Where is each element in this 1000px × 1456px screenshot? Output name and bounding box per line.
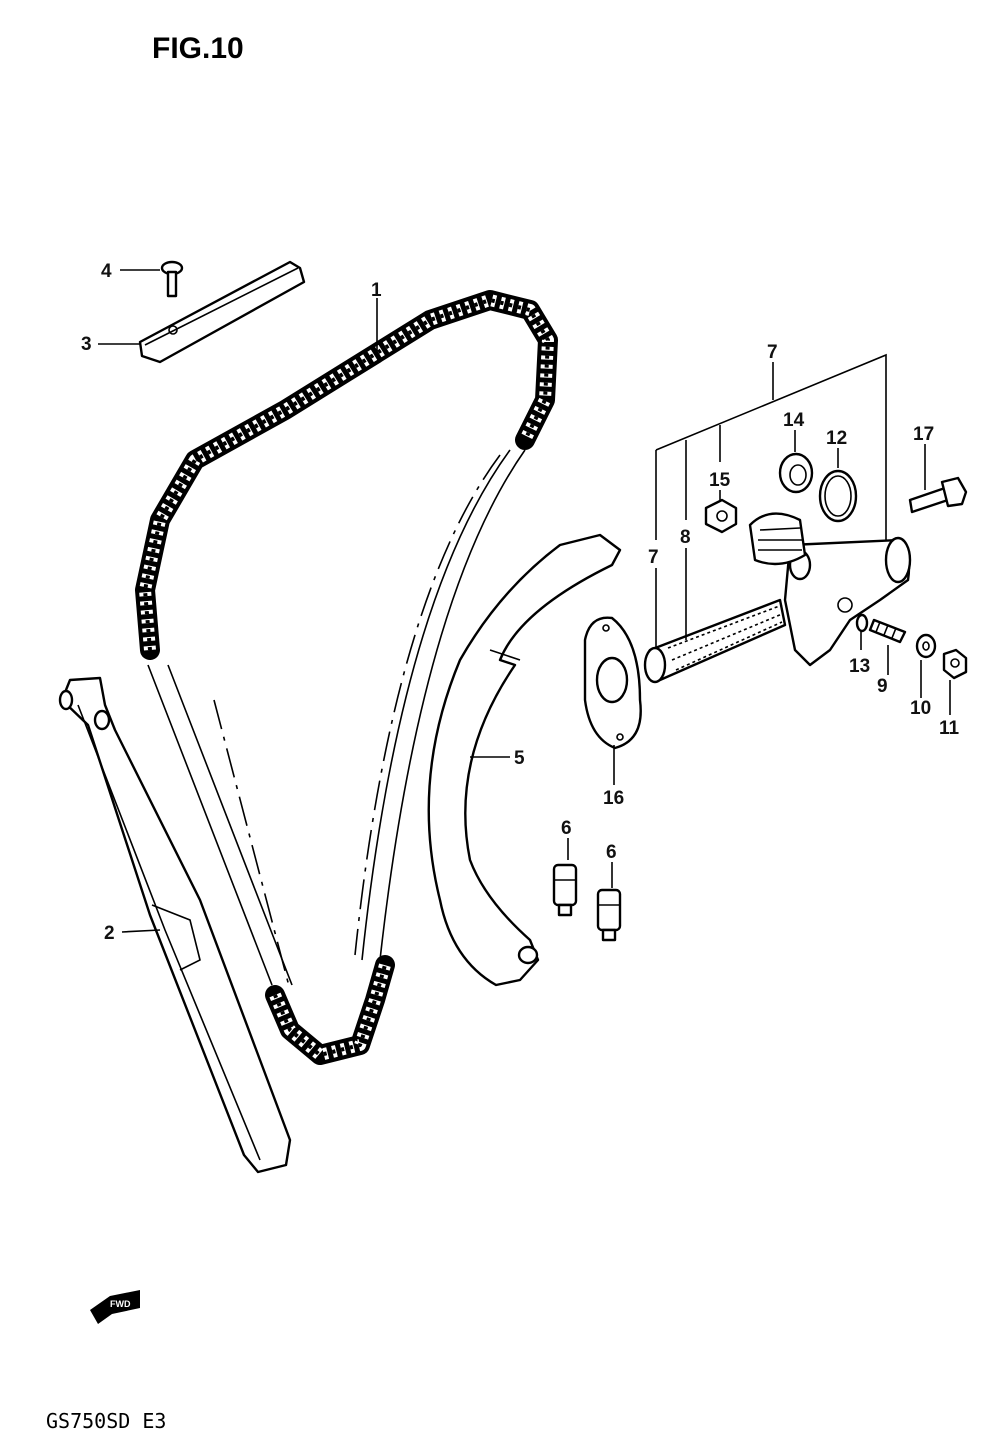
cam-chain-tensioner-assembly [643,512,912,684]
oil-seal [778,452,814,494]
callout-1: 1 [371,280,382,301]
forward-badge-text: FWD [110,1299,131,1309]
top-chain-guide [138,260,306,364]
rear-chain-guide [58,676,292,1174]
cam-chain [135,290,558,1065]
callout-6a: 6 [561,818,572,839]
callout-8: 7 [648,547,659,568]
callout-14: 13 [849,656,870,677]
callout-11: 10 [910,698,931,719]
tensioner-lock-nut [704,498,738,534]
callout-13: 12 [826,428,847,449]
forward-arrow-icon: FWD [90,1290,140,1324]
o-ring [818,469,858,523]
callout-5: 5 [514,748,525,769]
callout-17: 16 [603,788,624,809]
tensioner-gasket [583,616,642,750]
leader-lines [98,269,951,933]
callout-16: 15 [709,470,731,491]
figure-title: FIG.10 [152,32,244,65]
callout-10: 9 [877,676,888,697]
callout-15: 14 [783,410,805,431]
dowel-pin-b [596,888,622,942]
dowel-pin-a [552,863,578,917]
tensioner-stud [868,618,907,644]
stud-washer [855,613,869,633]
guide-screw [160,260,184,298]
hex-nut [942,648,968,680]
callout-3: 3 [81,334,92,355]
tensioner-chain-guide [427,533,622,987]
callout-9: 8 [680,527,691,548]
callout-4: 4 [101,261,112,282]
plain-washer [915,633,937,659]
callout-12: 11 [939,718,960,739]
model-code: GS750SD E3 [46,1409,166,1433]
callout-7: 7 [767,342,778,363]
callout-2: 2 [104,923,115,944]
callout-18: 17 [913,424,934,445]
callout-6b: 6 [606,842,617,863]
tensioner-mount-bolt [908,476,968,514]
